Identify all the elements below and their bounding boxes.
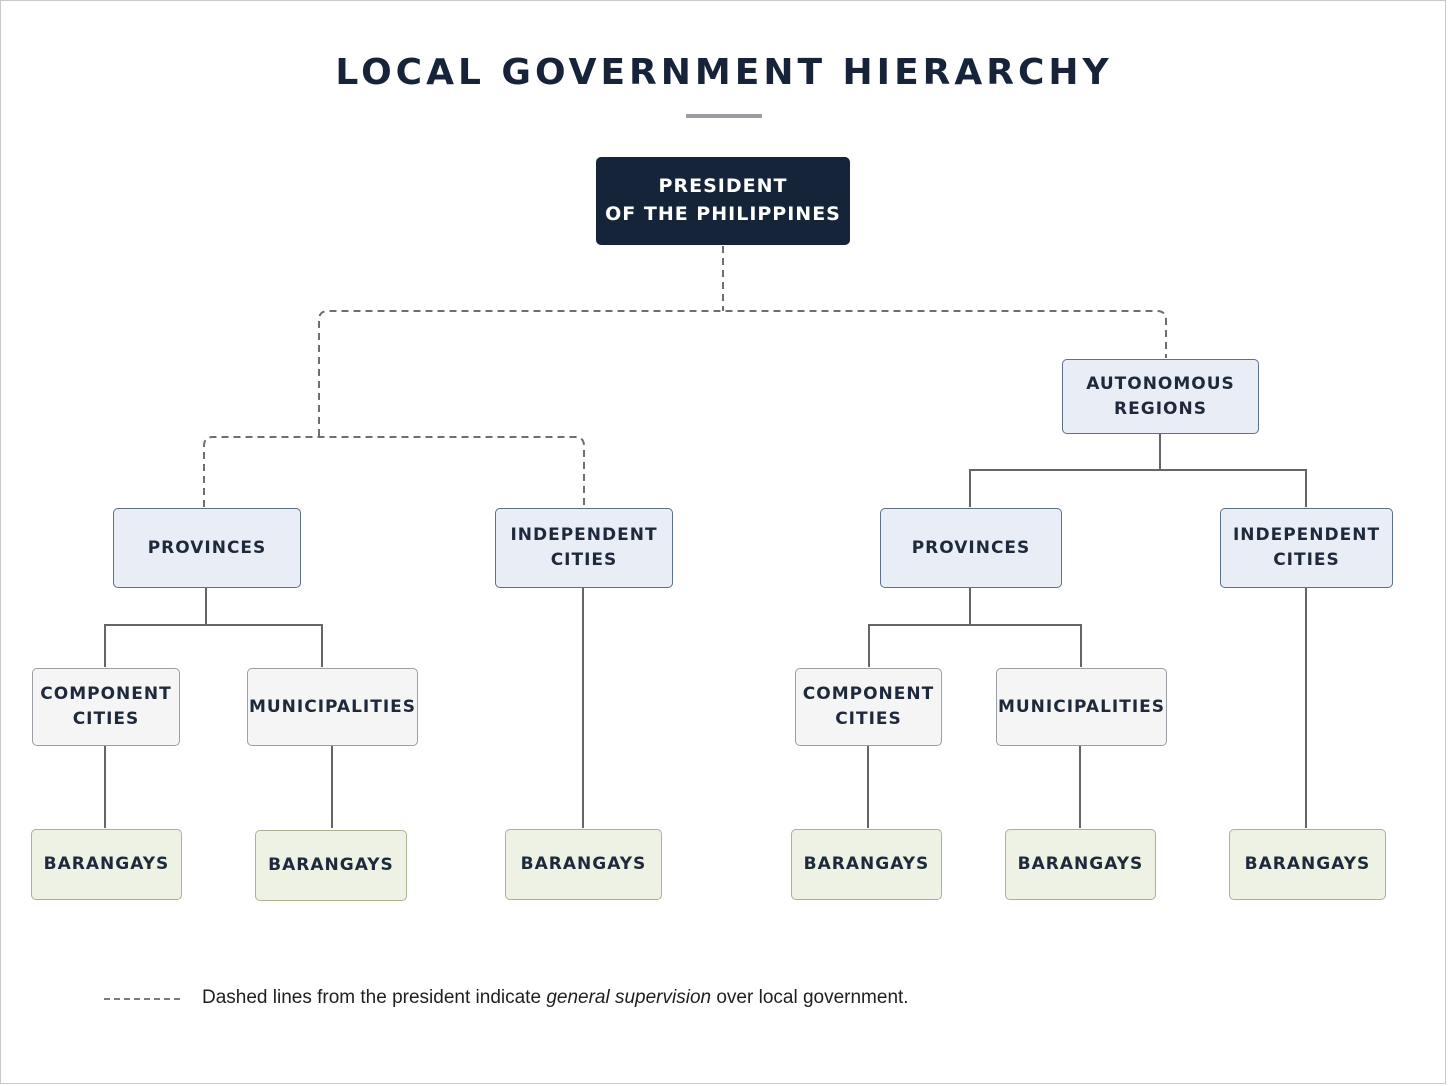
node-autonomous-regions: AUTONOMOUS REGIONS [1062,359,1259,434]
node-provinces-left: PROVINCES [113,508,301,588]
diagram-title: LOCAL GOVERNMENT HIERARCHY [335,52,1113,93]
legend-text: Dashed lines from the president indicate… [202,987,909,1009]
node-president: PRESIDENT OF THE PHILIPPINES [596,157,850,245]
node-barangays: BARANGAYS [1229,829,1386,900]
node-independent-cities-right: INDEPENDENT CITIES [1220,508,1393,588]
node-municipalities-left: MUNICIPALITIES [247,668,418,746]
legend-text-after: over local government. [711,987,909,1008]
node-provinces-right: PROVINCES [880,508,1062,588]
node-independent-cities-left: INDEPENDENT CITIES [495,508,673,588]
node-municipalities-right: MUNICIPALITIES [996,668,1167,746]
connector-provinces-left [104,588,323,667]
node-component-cities-left: COMPONENT CITIES [32,668,180,746]
legend-text-before: Dashed lines from the president indicate [202,987,547,1008]
node-barangays: BARANGAYS [791,829,942,900]
legend-dashed-line-sample [104,998,180,1000]
node-barangays: BARANGAYS [505,829,662,900]
node-barangays: BARANGAYS [1005,829,1156,900]
connector-provinces-right [868,588,1082,667]
connector-autonomous-regions [969,434,1307,507]
legend-text-emphasis: general supervision [546,987,712,1008]
node-barangays: BARANGAYS [31,829,182,900]
node-barangays: BARANGAYS [255,830,407,901]
dashed-connector-left-branch [203,436,585,507]
title-underline [686,114,762,118]
node-component-cities-right: COMPONENT CITIES [795,668,942,746]
dashed-connector-president-branch [318,310,1167,436]
